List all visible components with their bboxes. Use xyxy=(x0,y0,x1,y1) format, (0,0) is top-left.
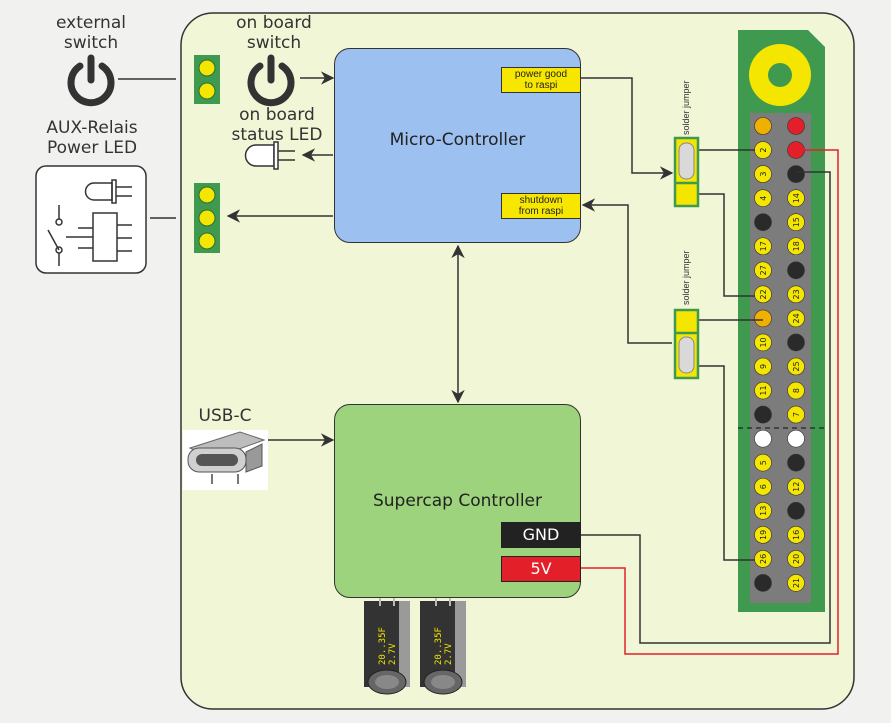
gpio-label-24: 24 xyxy=(792,313,801,323)
gpio-label-27: 27 xyxy=(759,265,768,275)
gpio-pin-left-14 xyxy=(754,429,772,448)
gpio-pin-left-5 xyxy=(754,213,772,231)
gpio-label-4: 4 xyxy=(759,196,768,201)
gpio-pin-right-18 xyxy=(787,526,805,544)
gpio-pin-left-19 xyxy=(754,550,772,568)
gpio-pin-right-20 xyxy=(787,574,805,592)
external-switch-label: external switch xyxy=(56,13,126,53)
gpio-label-6: 6 xyxy=(759,484,768,489)
solder-jumper-1[interactable] xyxy=(673,136,700,208)
gpio-pin-left-16 xyxy=(754,477,772,496)
solder-jumper-2[interactable] xyxy=(673,308,700,380)
usbc-connector-image xyxy=(183,430,268,490)
onboard-led-label: on board status LED xyxy=(231,105,323,145)
gpio-pin-right-19 xyxy=(787,550,805,568)
gpio-label-16: 16 xyxy=(792,530,801,540)
gpio-label-9: 9 xyxy=(759,364,768,369)
gpio-pin-left-13 xyxy=(754,405,772,424)
external-power-icon xyxy=(67,54,115,107)
solder-jumper-2-label: solder jumper xyxy=(681,250,691,305)
gpio-label-22: 22 xyxy=(759,289,768,299)
gpio-pin-right-6 xyxy=(787,237,805,256)
micro-controller-title: Micro-Controller xyxy=(389,130,526,150)
gpio-label-8: 8 xyxy=(792,388,801,393)
gpio-pin-right-11 xyxy=(787,357,805,376)
gpio-label-2: 2 xyxy=(759,148,768,153)
wire-jumper2-bottom xyxy=(698,365,755,561)
shutdown-label: shutdown from raspi xyxy=(501,193,581,219)
gpio-label-25: 25 xyxy=(792,361,801,371)
gpio-label-20: 20 xyxy=(792,554,801,564)
gpio-label-10: 10 xyxy=(759,337,768,347)
gpio-label-21: 21 xyxy=(792,578,801,588)
onboard-power-icon[interactable] xyxy=(247,54,295,107)
gpio-pin-left-7 xyxy=(754,261,772,280)
supercap-1: 20..35F2.7V xyxy=(364,598,410,695)
gpio-pin-right-3 xyxy=(787,165,805,183)
wire-gnd xyxy=(581,171,831,644)
wire-shutdown xyxy=(581,198,672,344)
gpio-pin-left-1 xyxy=(754,117,772,135)
gpio-pin-right-17 xyxy=(787,501,805,520)
gpio-pin-left-11 xyxy=(754,357,772,376)
supercap-1-label: 20..35F2.7V xyxy=(378,627,398,665)
gpio-pin-left-10 xyxy=(754,333,772,352)
gpio-pin-right-10 xyxy=(787,333,805,352)
gpio-label-26: 26 xyxy=(759,554,768,564)
supercap-2-label: 20..35F2.7V xyxy=(434,627,454,665)
gpio-pin-right-12 xyxy=(787,381,805,400)
gpio-label-11: 11 xyxy=(759,385,768,395)
gpio-pin-left-12 xyxy=(754,381,772,400)
supercap-controller-title: Supercap Controller xyxy=(372,491,542,511)
5v-rail: 5V xyxy=(501,556,581,582)
gpio-label-17: 17 xyxy=(759,241,768,251)
gpio-pin-right-9 xyxy=(787,309,805,328)
gpio-pin-right-8 xyxy=(787,285,805,304)
gpio-pin-left-3 xyxy=(754,165,772,183)
supercap-2: 20..35F2.7V xyxy=(420,598,466,695)
wires xyxy=(118,71,839,655)
solder-jumper-1-label: solder jumper xyxy=(681,80,691,135)
raspberry-pi-header: 2341727221091156131926141518232425871216… xyxy=(738,30,825,612)
gpio-pin-left-15 xyxy=(754,453,772,472)
wire-power-good xyxy=(581,77,674,180)
external-switch-connector xyxy=(194,55,220,104)
gpio-label-5: 5 xyxy=(759,460,768,465)
gpio-label-23: 23 xyxy=(792,289,801,299)
gnd-rail: GND xyxy=(501,522,581,548)
gpio-pin-right-14 xyxy=(787,429,805,448)
gpio-pin-right-5 xyxy=(787,213,805,231)
aux-relais-box xyxy=(35,165,147,274)
gpio-pin-left-17 xyxy=(754,501,772,520)
gpio-label-3: 3 xyxy=(759,172,768,177)
power-good-label: power good to raspi xyxy=(501,67,581,93)
gpio-pin-left-18 xyxy=(754,526,772,544)
wire-jumper1-bottom xyxy=(698,193,755,297)
gpio-pin-right-7 xyxy=(787,261,805,280)
gpio-pin-left-6 xyxy=(754,237,772,256)
gpio-pin-right-4 xyxy=(787,189,805,207)
gpio-label-15: 15 xyxy=(792,217,801,227)
gpio-label-7: 7 xyxy=(792,412,801,417)
status-led-icon xyxy=(244,141,295,170)
gpio-label-18: 18 xyxy=(792,241,801,251)
gpio-pin-left-8 xyxy=(754,285,772,304)
gpio-pin-right-13 xyxy=(787,405,805,424)
gpio-label-12: 12 xyxy=(792,482,801,492)
gpio-pin-right-16 xyxy=(787,477,805,496)
aux-label: AUX-Relais Power LED xyxy=(46,118,138,158)
gpio-pin-right-1 xyxy=(787,117,805,135)
gpio-pin-left-4 xyxy=(754,189,772,207)
onboard-switch-label: on board switch xyxy=(236,13,312,53)
gpio-label-14: 14 xyxy=(792,193,801,203)
usbc-label: USB-C xyxy=(198,406,252,426)
gpio-pin-right-15 xyxy=(787,453,805,472)
gpio-pin-left-20 xyxy=(754,574,772,592)
gpio-label-13: 13 xyxy=(759,506,768,516)
gpio-pin-left-9 xyxy=(754,309,772,328)
wire-5v xyxy=(581,149,839,655)
gpio-label-19: 19 xyxy=(759,530,768,540)
aux-connector xyxy=(194,183,220,253)
